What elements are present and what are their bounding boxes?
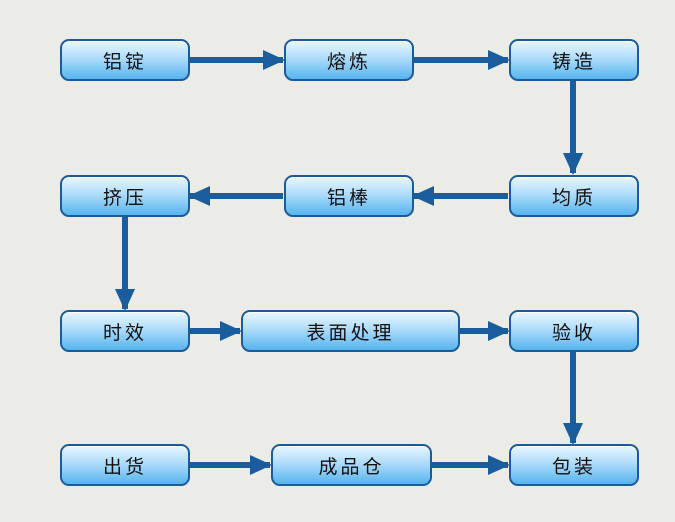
- node-aging: 时效: [60, 310, 190, 352]
- node-extrusion: 挤压: [60, 175, 190, 217]
- node-warehouse: 成品仓: [271, 444, 432, 486]
- node-rod: 铝棒: [284, 175, 414, 217]
- node-shipping: 出货: [60, 444, 190, 486]
- node-casting: 铸造: [509, 39, 639, 81]
- node-homogenizing: 均质: [509, 175, 639, 217]
- node-ingot: 铝锭: [60, 39, 190, 81]
- node-surface-treatment: 表面处理: [241, 310, 460, 352]
- node-smelting: 熔炼: [284, 39, 414, 81]
- node-inspection: 验收: [509, 310, 639, 352]
- node-packaging: 包装: [509, 444, 639, 486]
